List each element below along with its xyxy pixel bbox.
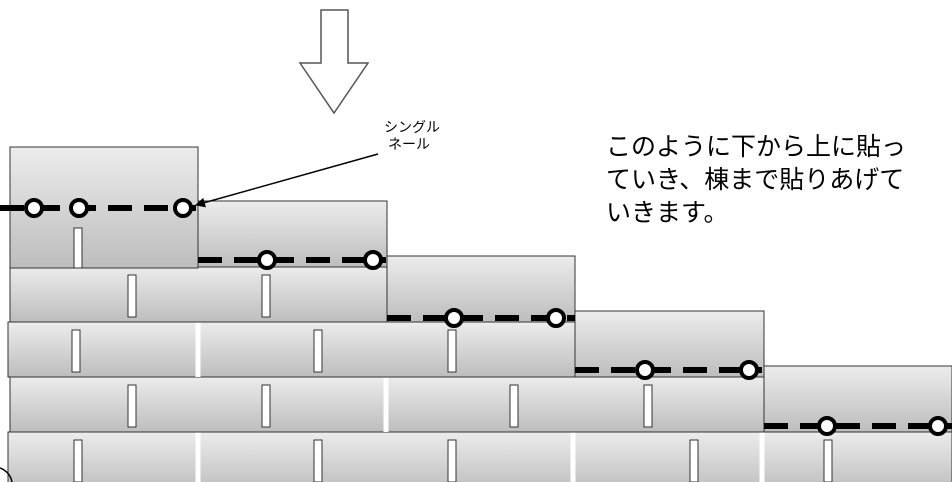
nail-icon [635, 360, 655, 380]
nail-icon [24, 198, 44, 218]
shingle-step-2 [197, 200, 388, 268]
nail-icon [69, 198, 89, 218]
nail-markers [24, 198, 948, 436]
nail-icon [928, 416, 948, 436]
shingle-step-4 [574, 310, 765, 378]
nail-icon [546, 308, 566, 328]
nail-lines [0, 205, 952, 429]
shingle-step-5 [763, 365, 952, 433]
down-arrow-icon [298, 9, 370, 115]
shingle-nail-label: シングル ネール [384, 120, 440, 154]
callout-arrow [195, 153, 379, 208]
nail-icon [444, 308, 464, 328]
shingle-step-3 [386, 255, 576, 323]
nail-icon [173, 198, 193, 218]
shingle-course-row-3 [7, 321, 577, 378]
shingle-course-row-2 [9, 266, 389, 323]
callout-label-line-2: ネール [388, 137, 430, 153]
caption-text: このように下から上に貼っ ていき、棟まで貼りあげて いきます。 [606, 130, 946, 229]
nail-icon [817, 416, 837, 436]
shingle-course-row-5 [7, 431, 952, 482]
shingle-course-row-4 [9, 376, 767, 433]
callout-label-line-1: シングル [384, 120, 440, 136]
edge-arc [0, 467, 13, 482]
caption-line-1: このように下から上に貼っ [606, 132, 907, 161]
nail-icon [739, 360, 759, 380]
caption-line-2: ていき、棟まで貼りあげて [606, 165, 905, 194]
caption-line-3: いきます。 [606, 198, 729, 227]
nail-icon [257, 250, 277, 270]
nail-icon [363, 250, 383, 270]
